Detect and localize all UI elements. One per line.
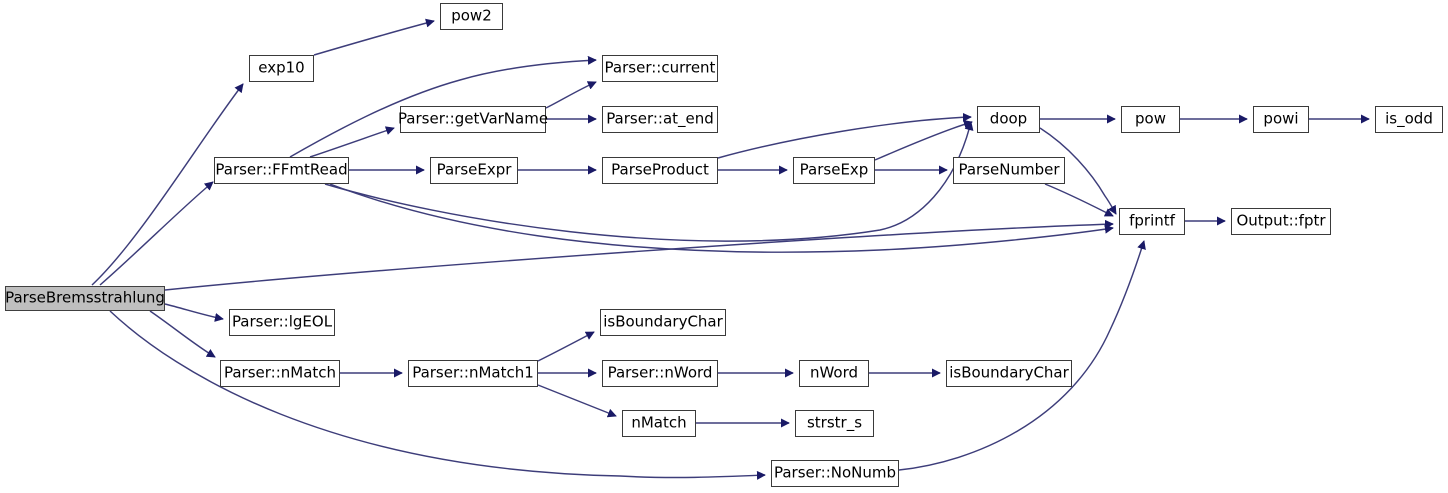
node-at_end[interactable]: Parser::at_end xyxy=(602,106,718,133)
node-label-isboundarychar2: isBoundaryChar xyxy=(949,363,1069,382)
node-parsenumber[interactable]: ParseNumber xyxy=(953,157,1065,184)
node-parseproduct[interactable]: ParseProduct xyxy=(602,157,718,184)
node-label-pow: pow xyxy=(1135,109,1166,128)
node-label-nonumb: Parser::NoNumb xyxy=(773,463,897,482)
node-parseexp[interactable]: ParseExp xyxy=(793,157,875,184)
node-pow[interactable]: pow xyxy=(1121,106,1180,133)
node-label-outputfptr: Output::fptr xyxy=(1236,211,1326,230)
node-nmatch[interactable]: nMatch xyxy=(622,410,696,437)
node-label-nword: nWord xyxy=(809,363,859,382)
node-label-lgeol: Parser::lgEOL xyxy=(231,312,333,331)
node-parseexpr[interactable]: ParseExpr xyxy=(430,157,518,184)
node-exp10[interactable]: exp10 xyxy=(249,55,314,82)
node-nmatch_p[interactable]: Parser::nMatch xyxy=(220,360,340,387)
node-nonumb[interactable]: Parser::NoNumb xyxy=(771,460,899,487)
node-label-fprintf: fprintf xyxy=(1129,211,1175,230)
node-label-is_odd: is_odd xyxy=(1385,109,1433,128)
node-label-parseexpr: ParseExpr xyxy=(436,160,512,179)
node-label-current: Parser::current xyxy=(604,58,716,77)
node-doop[interactable]: doop xyxy=(977,106,1040,133)
node-nword[interactable]: nWord xyxy=(799,360,869,387)
node-current[interactable]: Parser::current xyxy=(602,55,718,82)
node-isboundarychar1[interactable]: isBoundaryChar xyxy=(600,309,726,336)
node-label-parsebremsstrahlung: ParseBremsstrahlung xyxy=(5,288,165,307)
node-label-strstr_s: strstr_s xyxy=(806,413,863,432)
node-label-powi: powi xyxy=(1263,109,1299,128)
node-label-parsenumber: ParseNumber xyxy=(958,160,1060,179)
node-label-nmatch: nMatch xyxy=(631,413,687,432)
node-is_odd[interactable]: is_odd xyxy=(1375,106,1443,133)
node-label-parseproduct: ParseProduct xyxy=(611,160,709,179)
node-strstr_s[interactable]: strstr_s xyxy=(795,410,874,437)
node-label-doop: doop xyxy=(989,109,1028,128)
node-powi[interactable]: powi xyxy=(1253,106,1309,133)
node-isboundarychar2[interactable]: isBoundaryChar xyxy=(946,360,1072,387)
node-lgeol[interactable]: Parser::lgEOL xyxy=(229,309,335,336)
node-label-nmatch1: Parser::nMatch1 xyxy=(412,363,534,382)
node-nmatch1[interactable]: Parser::nMatch1 xyxy=(408,360,538,387)
node-nword_p[interactable]: Parser::nWord xyxy=(602,360,718,387)
node-label-getvarname: Parser::getVarName xyxy=(397,109,549,128)
node-fprintf[interactable]: fprintf xyxy=(1119,208,1185,235)
node-getvarname[interactable]: Parser::getVarName xyxy=(398,106,548,133)
node-label-isboundarychar1: isBoundaryChar xyxy=(603,312,723,331)
node-label-nmatch_p: Parser::nMatch xyxy=(223,363,337,382)
node-label-at_end: Parser::at_end xyxy=(606,109,714,128)
node-label-nword_p: Parser::nWord xyxy=(607,363,713,382)
node-label-exp10: exp10 xyxy=(258,58,305,77)
node-label-ffmtread: Parser::FFmtRead xyxy=(215,160,348,179)
node-pow2[interactable]: pow2 xyxy=(440,3,503,30)
node-label-pow2: pow2 xyxy=(451,6,492,25)
node-ffmtread[interactable]: Parser::FFmtRead xyxy=(214,157,349,184)
node-label-parseexp: ParseExp xyxy=(799,160,869,179)
node-parsebremsstrahlung[interactable]: ParseBremsstrahlung xyxy=(5,286,165,311)
node-outputfptr[interactable]: Output::fptr xyxy=(1231,208,1331,235)
